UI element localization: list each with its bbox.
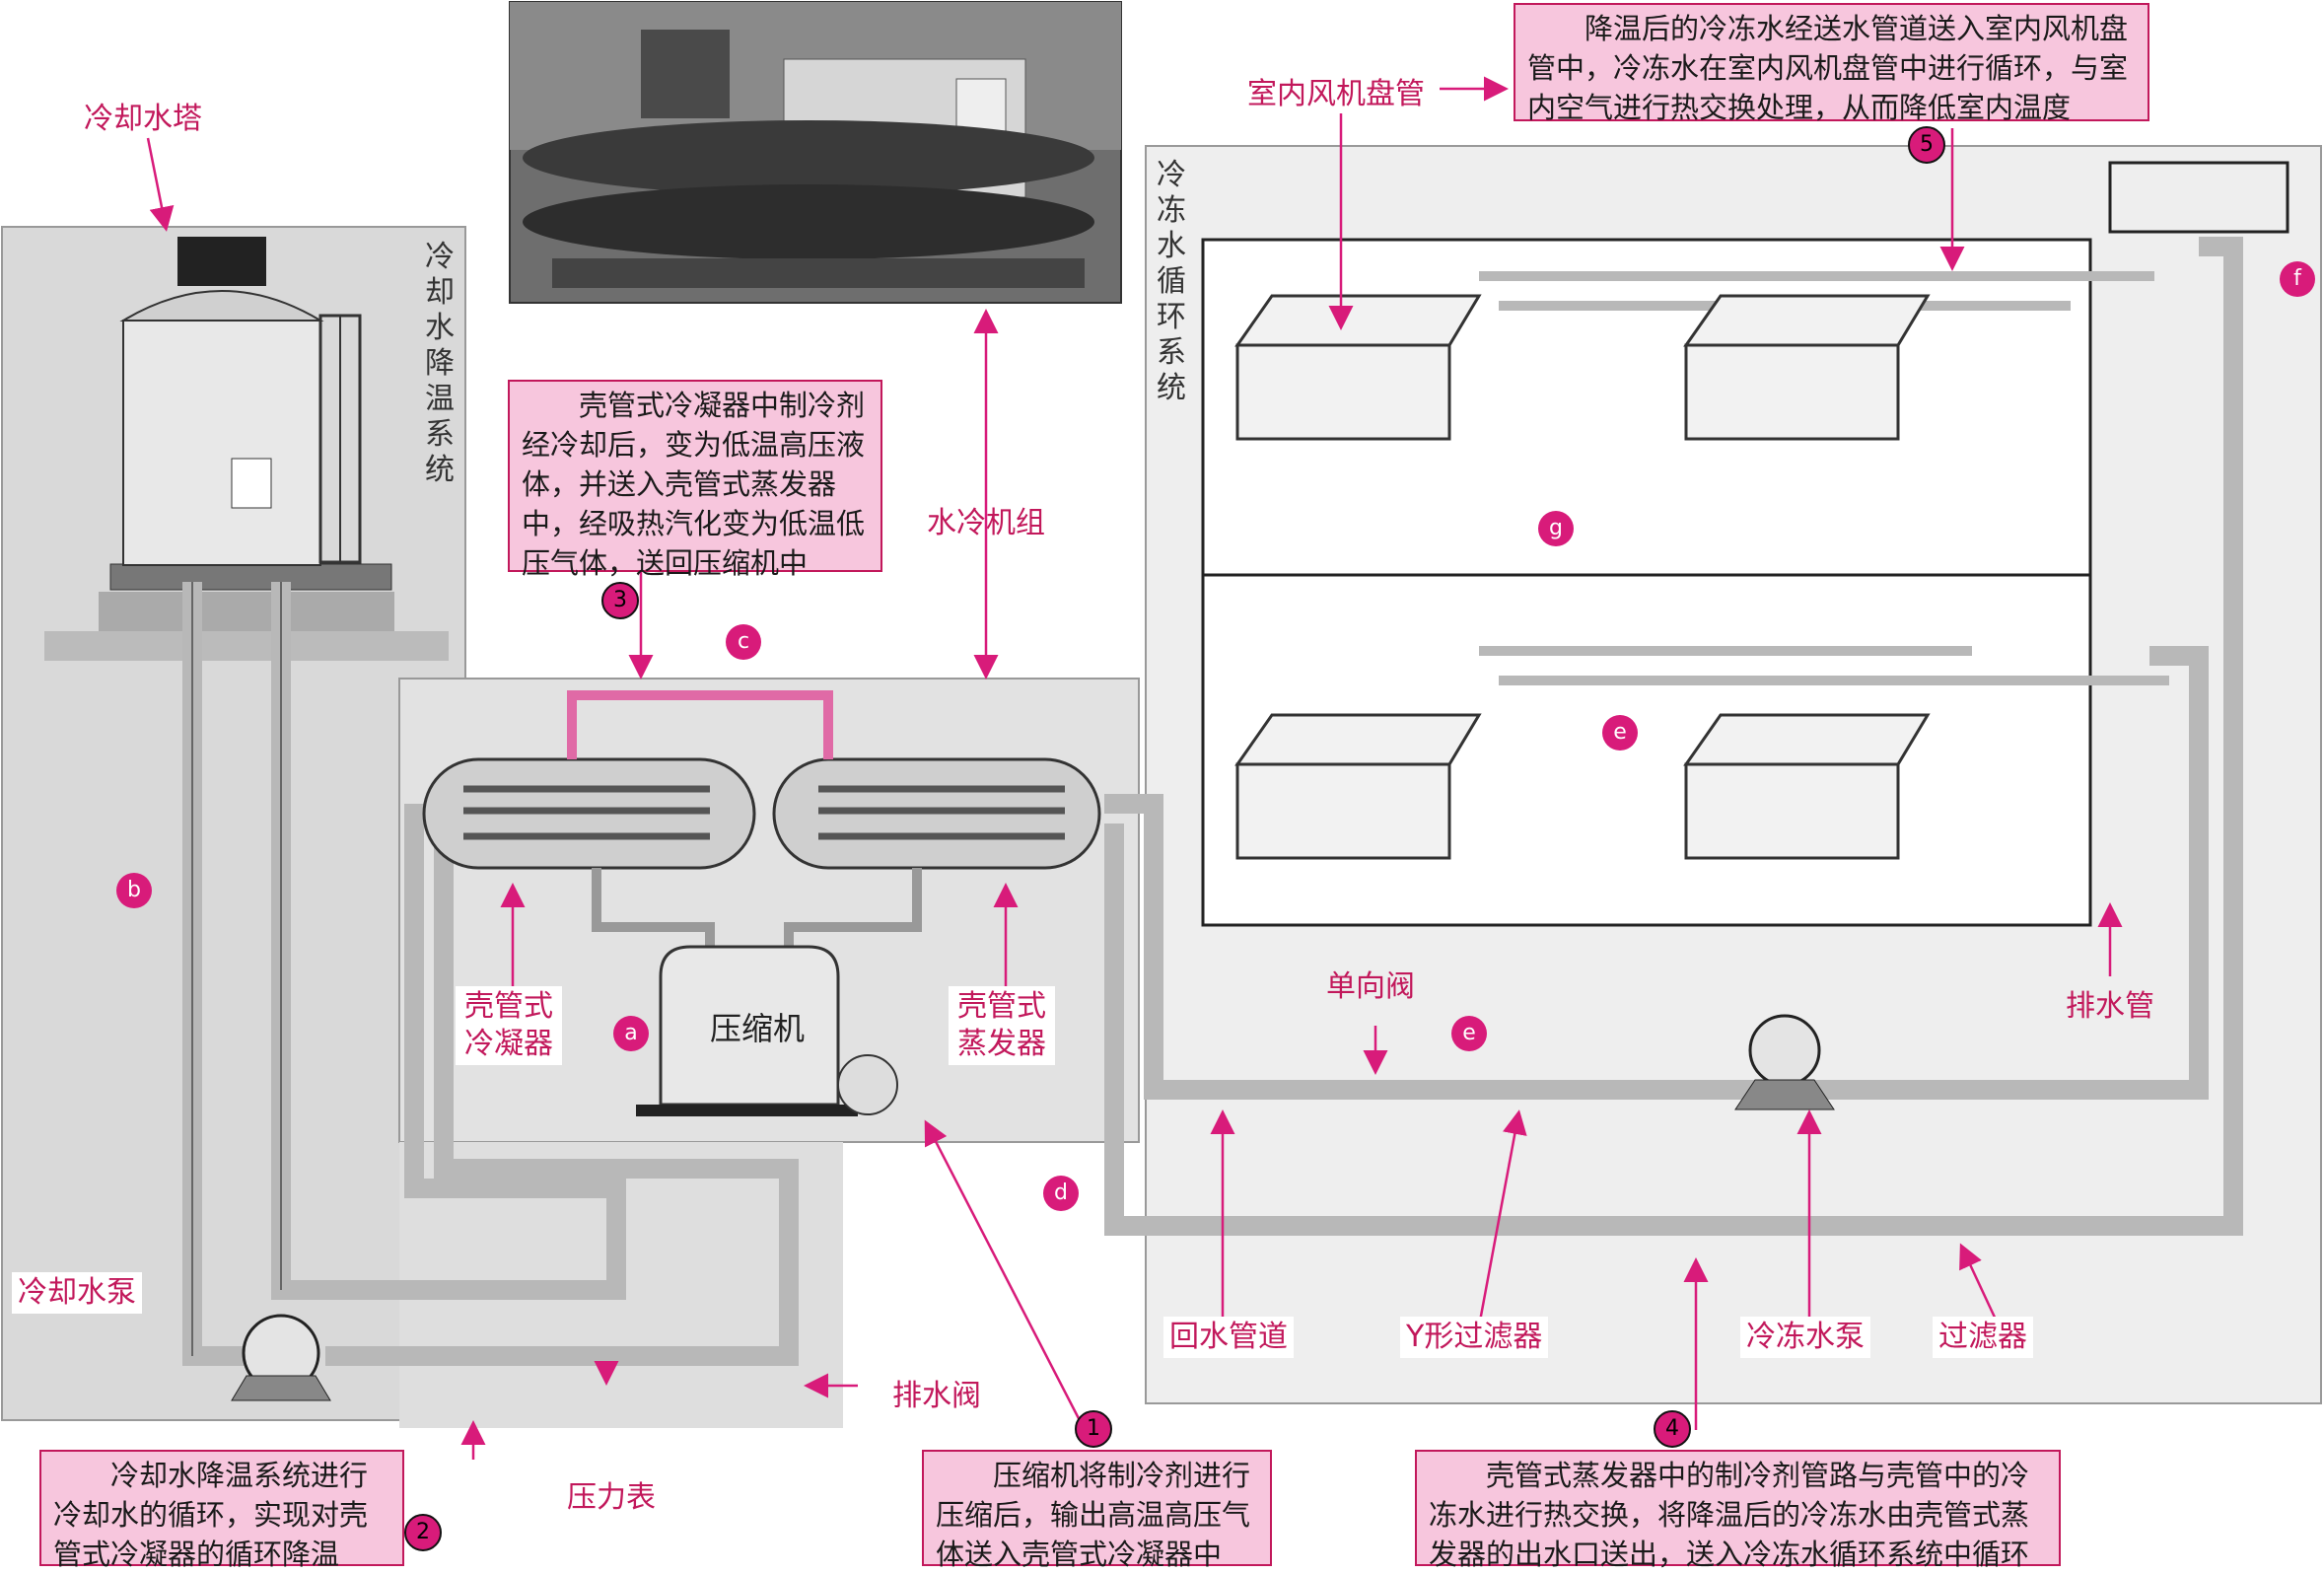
cooling-system-title: 冷却水降温系统 <box>425 240 455 487</box>
fan-coil-units <box>1234 294 1931 860</box>
marker-c: c <box>726 624 761 660</box>
compressor-body <box>636 945 898 1116</box>
drain-pipe-label: 排水管 <box>2066 989 2154 1024</box>
step-badge-5: 5 <box>1908 126 1945 164</box>
chiller-photo <box>509 1 1122 304</box>
note-3: 壳管式冷凝器中制冷剂经冷却后，变为低温高压液体，并送入壳管式蒸发器中，经吸热汽化… <box>508 380 882 580</box>
note-5: 降温后的冷冻水经送水管道送入室内风机盘管中，冷冻水在室内风机盘管中进行循环，与室… <box>1514 3 2149 124</box>
check-valve-label: 单向阀 <box>1326 969 1415 1004</box>
chilled-water-pump-label: 冷冻水泵 <box>1740 1317 1870 1358</box>
drain-valve-label: 排水阀 <box>892 1379 981 1413</box>
step-badge-1: 1 <box>1075 1410 1112 1448</box>
cooling-water-pipe-outline <box>191 582 282 1356</box>
cooling-water-pump-label: 冷却水泵 <box>12 1272 142 1314</box>
marker-f: f <box>2280 261 2315 297</box>
filter-label: 过滤器 <box>1933 1317 2033 1358</box>
marker-e-lower: e <box>1451 1016 1487 1051</box>
cooling-tower <box>44 237 449 661</box>
evaporator <box>772 757 1101 870</box>
y-filter-label: Y形过滤器 <box>1400 1317 1549 1358</box>
leader-lines <box>146 76 2123 1460</box>
chilled-water-pump <box>1734 1014 1835 1110</box>
step-badge-2: 2 <box>404 1514 442 1551</box>
expansion-tank <box>2108 161 2289 234</box>
water-chiller-unit-label: 水冷机组 <box>927 506 1045 540</box>
condenser-label: 壳管式冷凝器 <box>456 986 562 1065</box>
chilled-water-pipes <box>1104 237 2243 1236</box>
evaporator-label: 壳管式蒸发器 <box>949 986 1055 1065</box>
step-badge-4: 4 <box>1654 1410 1691 1448</box>
note-1: 压缩机将制冷剂进行压缩后，输出高温高压气体送入壳管式冷凝器中 <box>922 1450 1272 1571</box>
marker-d: d <box>1043 1176 1079 1211</box>
marker-g: g <box>1538 511 1574 546</box>
note-2: 冷却水降温系统进行冷却水的循环，实现对壳管式冷凝器的循环降温 <box>39 1450 404 1571</box>
marker-e-upper: e <box>1602 715 1638 751</box>
step-badge-3: 3 <box>601 582 639 619</box>
return-pipe-label: 回水管道 <box>1163 1317 1294 1358</box>
marker-a: a <box>613 1016 649 1051</box>
refrigerant-loop <box>567 690 833 759</box>
note-4: 壳管式蒸发器中的制冷剂管路与壳管中的冷冻水进行热交换，将降温后的冷冻水由壳管式蒸… <box>1415 1450 2061 1571</box>
condenser <box>422 757 756 870</box>
chilled-system-title: 冷冻水循环系统 <box>1157 158 1186 405</box>
cooling-water-pump <box>231 1314 331 1401</box>
compressor-label: 压缩机 <box>710 1010 806 1047</box>
refrigerant-return <box>592 868 922 947</box>
indoor-fan-coil-label: 室内风机盘管 <box>1247 77 1425 111</box>
cooling-tower-label: 冷却水塔 <box>84 102 202 136</box>
pressure-gauge-label: 压力表 <box>567 1480 656 1515</box>
marker-b: b <box>116 873 152 908</box>
